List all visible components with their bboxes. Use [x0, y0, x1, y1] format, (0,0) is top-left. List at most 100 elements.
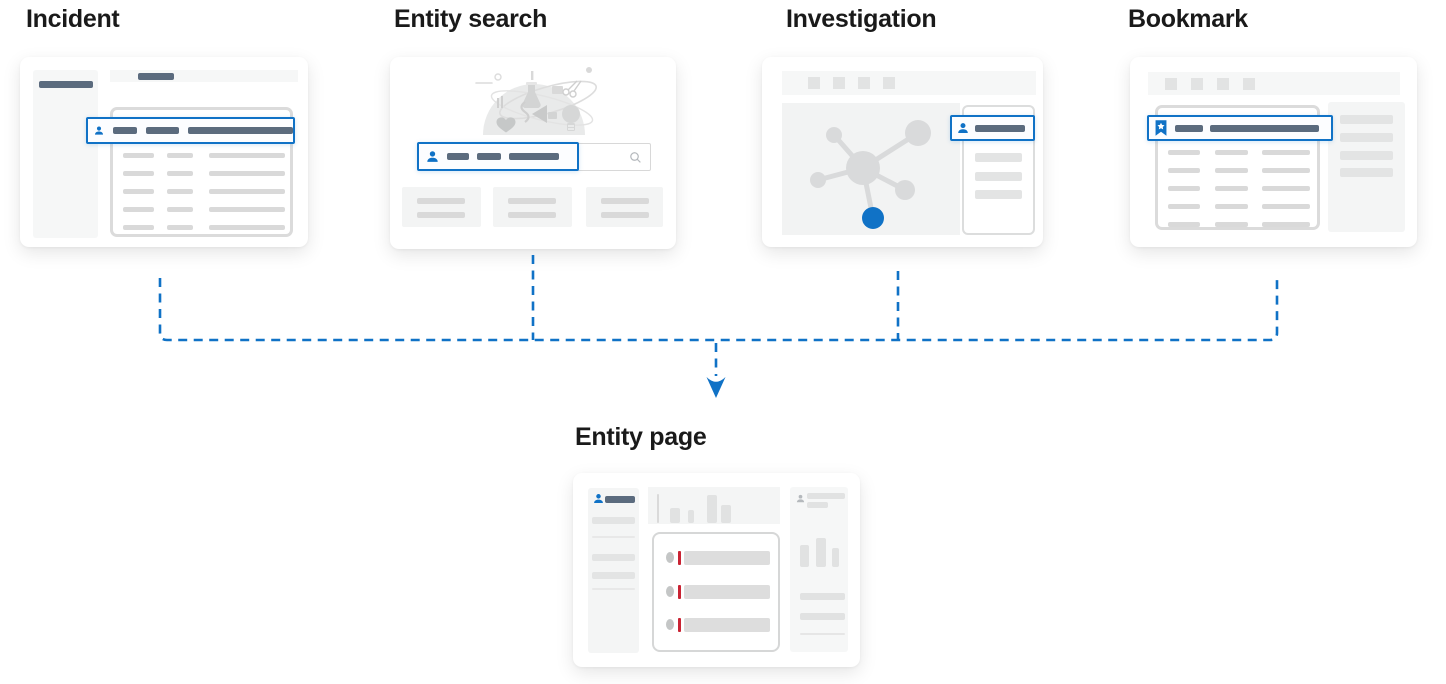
alert-severity-tick [678, 618, 681, 632]
alert-list-item [654, 551, 778, 565]
toolbar-button-placeholder [883, 77, 895, 89]
severity-dot [666, 552, 674, 563]
table-row [123, 171, 285, 176]
placeholder-bar [167, 225, 193, 230]
placeholder-bar [601, 198, 649, 204]
placeholder-bar [684, 585, 770, 599]
chart-bar [688, 510, 694, 523]
bookmark-card [1130, 57, 1417, 247]
alert-list-item [654, 618, 778, 632]
search-icon [630, 152, 641, 163]
placeholder-bar [1168, 204, 1200, 209]
placeholder-bar [1340, 151, 1393, 160]
placeholder-bar [209, 171, 285, 176]
placeholder-bar [1175, 124, 1203, 132]
placeholder-bar [1262, 168, 1310, 173]
placeholder-bar [1340, 133, 1393, 142]
person-icon [594, 494, 603, 504]
placeholder-bar [975, 153, 1022, 162]
incident-title: Incident [26, 5, 120, 33]
table-row [123, 189, 285, 194]
placeholder-bar [167, 153, 193, 158]
person-icon [95, 126, 103, 135]
search-selected-entity [417, 142, 579, 171]
placeholder-bar [684, 618, 770, 632]
alert-list-item [654, 585, 778, 599]
entity-page-sidebar [588, 488, 639, 653]
placeholder-bar [1168, 186, 1200, 191]
person-icon [427, 151, 438, 162]
investigation-card [762, 57, 1043, 247]
placeholder-bar [123, 153, 154, 158]
graph-node [810, 172, 826, 188]
placeholder-bar [1215, 222, 1248, 227]
placeholder-bar [592, 572, 635, 579]
placeholder-bar [592, 554, 635, 561]
result-tile [402, 187, 481, 227]
alert-severity-tick [678, 585, 681, 599]
placeholder-bar [123, 225, 154, 230]
graph-node [895, 180, 915, 200]
result-tile [493, 187, 572, 227]
placeholder-bar [1168, 168, 1200, 173]
entity-page-alerts-panel [652, 532, 780, 652]
toolbar-button-placeholder [858, 77, 870, 89]
table-row [123, 153, 285, 158]
placeholder-bar [800, 613, 845, 620]
incident-card [20, 57, 308, 247]
bookmark-table-rows [1168, 150, 1310, 227]
placeholder-bar [975, 190, 1022, 199]
table-row [1168, 186, 1310, 191]
person-icon [958, 123, 968, 133]
placeholder-bar [684, 551, 770, 565]
placeholder-bar [209, 225, 285, 230]
chart-bar [707, 495, 717, 523]
placeholder-bar [209, 153, 285, 158]
placeholder-bar [508, 212, 556, 218]
placeholder-bar [447, 153, 469, 160]
table-row [1168, 222, 1310, 227]
placeholder-bar [188, 127, 293, 134]
severity-dot [666, 586, 674, 597]
entity-page-insights-panel [790, 487, 848, 652]
placeholder-bar [167, 189, 193, 194]
selected-entity-node [862, 207, 884, 229]
placeholder-bar [477, 153, 501, 160]
incident-table-rows [123, 153, 285, 230]
placeholder-bar [508, 198, 556, 204]
graph-center-node [846, 151, 880, 185]
toolbar-button-placeholder [1217, 77, 1229, 90]
incident-header [110, 70, 298, 82]
table-row [1168, 168, 1310, 173]
investigation-toolbar [782, 71, 1036, 95]
placeholder-bar [138, 73, 174, 80]
investigation-selected-entity-row [950, 115, 1035, 141]
placeholder-bar [1262, 186, 1310, 191]
table-row [1168, 150, 1310, 155]
result-tile [586, 187, 663, 227]
bookmark-selected-row [1147, 115, 1333, 141]
placeholder-bar [417, 198, 465, 204]
placeholder-bar [1262, 222, 1310, 227]
placeholder-bar [39, 81, 93, 88]
placeholder-bar [123, 207, 154, 212]
placeholder-bar [209, 207, 285, 212]
entity-search-card [390, 57, 676, 249]
placeholder-bar [807, 493, 845, 499]
investigation-title: Investigation [786, 5, 937, 33]
toolbar-button-placeholder [1191, 77, 1203, 90]
placeholder-bar [800, 593, 845, 600]
person-icon [796, 494, 805, 503]
arrow-down-icon [706, 377, 726, 398]
connector-incident-bookmark [158, 274, 1279, 342]
placeholder-bar [592, 517, 635, 524]
investigation-graph-panel [782, 103, 960, 235]
chart-bar [832, 548, 839, 567]
entity-page-card [573, 473, 860, 667]
alert-severity-tick [678, 551, 681, 565]
placeholder-bar [113, 127, 137, 134]
placeholder-bar [1168, 150, 1200, 155]
placeholder-bar [1262, 150, 1310, 155]
placeholder-bar [807, 502, 828, 508]
